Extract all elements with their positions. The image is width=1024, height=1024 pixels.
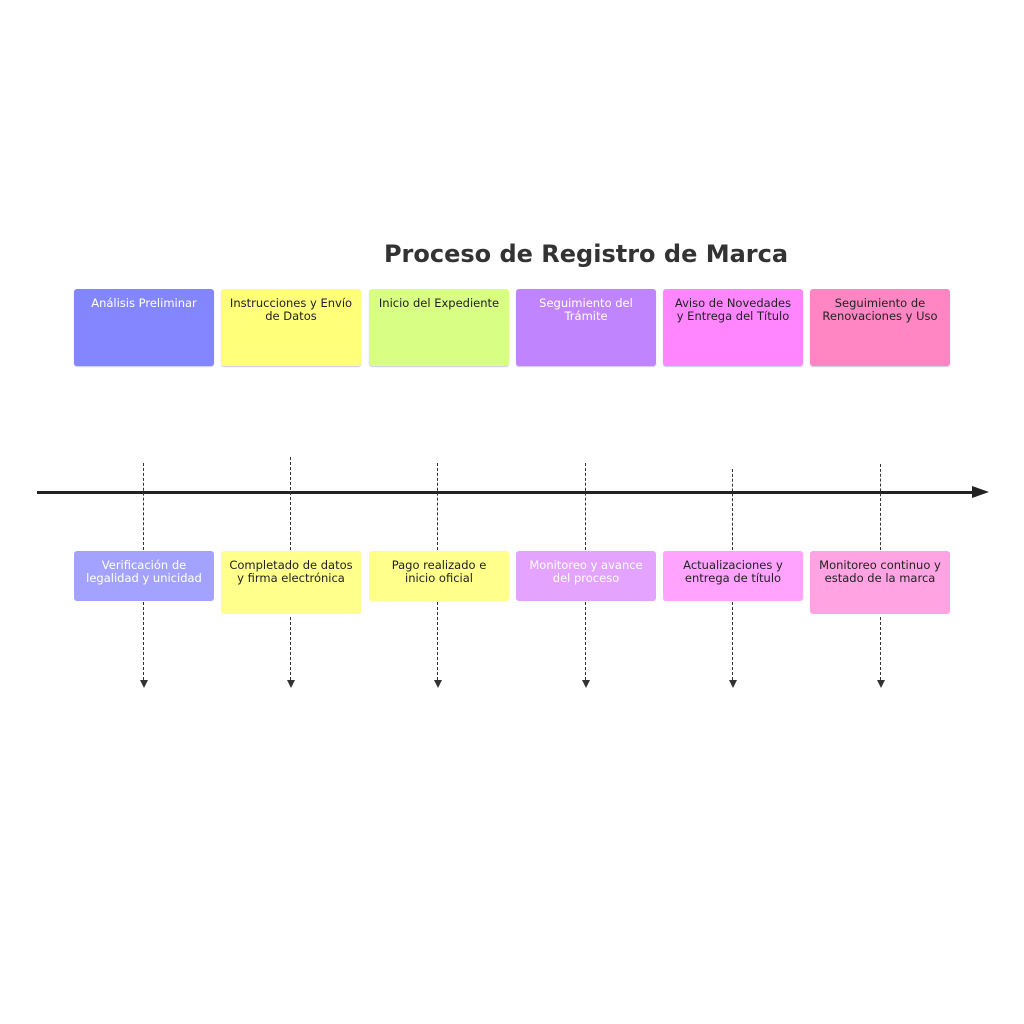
down-arrow-icon [434,680,442,688]
timeline-arrowhead-icon [972,486,989,498]
down-arrow-icon [140,680,148,688]
phase-label: Seguimiento de Renovaciones y Uso [822,296,938,323]
phase-card-instrucciones[interactable]: Instrucciones y Envío de Datos [221,289,361,366]
phase-label: Inicio del Expediente [378,296,500,310]
detail-card-actualizaciones[interactable]: Actualizaciones y entrega de título [663,551,803,601]
connector-line [290,617,291,680]
phase-label: Análisis Preliminar [91,296,197,310]
detail-label: Monitoreo continuo y estado de la marca [819,558,941,585]
detail-card-verificacion[interactable]: Verificación de legalidad y unicidad [74,551,214,601]
detail-card-pago[interactable]: Pago realizado e inicio oficial [369,551,509,601]
connector-line [585,602,586,680]
down-arrow-icon [287,680,295,688]
connector-line [732,469,733,550]
detail-card-monitoreo[interactable]: Monitoreo y avance del proceso [516,551,656,601]
detail-label: Pago realizado e inicio oficial [391,558,487,585]
down-arrow-icon [729,680,737,688]
connector-line [143,463,144,550]
phase-card-analisis[interactable]: Análisis Preliminar [74,289,214,366]
connector-line [880,617,881,680]
connector-line [585,463,586,550]
phase-card-seguimiento[interactable]: Seguimiento del Trámite [516,289,656,366]
phase-label: Instrucciones y Envío de Datos [229,296,353,323]
diagram-title: Proceso de Registro de Marca [383,240,789,268]
phase-card-aviso[interactable]: Aviso de Novedades y Entrega del Título [663,289,803,366]
phase-card-renovaciones[interactable]: Seguimiento de Renovaciones y Uso [810,289,950,366]
connector-line [437,463,438,550]
phase-label: Aviso de Novedades y Entrega del Título [674,296,792,323]
detail-label: Completado de datos y firma electrónica [229,558,353,585]
detail-card-estado[interactable]: Monitoreo continuo y estado de la marca [810,551,950,614]
detail-card-completado[interactable]: Completado de datos y firma electrónica [221,551,361,614]
down-arrow-icon [582,680,590,688]
phase-card-inicio[interactable]: Inicio del Expediente [369,289,509,366]
connector-line [143,602,144,680]
detail-label: Actualizaciones y entrega de título [683,558,783,585]
connector-line [437,602,438,680]
detail-label: Verificación de legalidad y unicidad [86,558,202,585]
phase-label: Seguimiento del Trámite [539,296,633,323]
connector-line [732,602,733,680]
connector-line [290,457,291,550]
timeline-axis [37,491,977,494]
down-arrow-icon [877,680,885,688]
connector-line [880,464,881,550]
detail-label: Monitoreo y avance del proceso [529,558,643,585]
